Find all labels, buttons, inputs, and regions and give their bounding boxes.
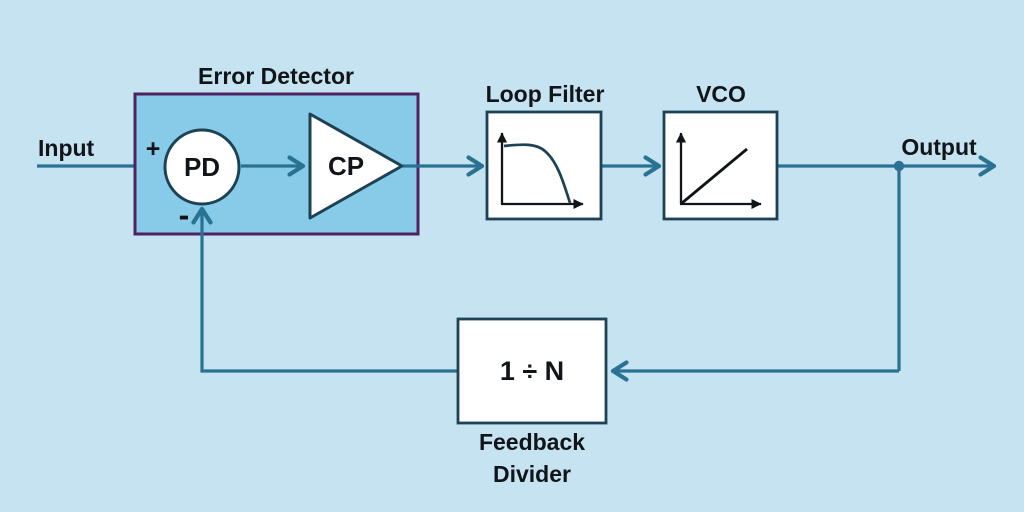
lowpass-response-icon [496,132,584,210]
charge-pump-label: CP [328,151,364,181]
divider-to-pd-arrow [191,206,458,373]
vco-transfer-icon [675,132,762,210]
phase-detector-circle [163,128,241,206]
error-detector-title: Error Detector [198,63,354,89]
pd-plus-sign: + [146,135,161,163]
phase-detector-label: PD [184,152,220,182]
feedback-divider-box [456,317,608,425]
loop-filter-title: Loop Filter [486,81,605,107]
feedback-divider-value: 1 ÷ N [500,356,564,386]
input-label: Input [38,135,95,161]
output-label: Output [901,134,977,160]
charge-pump-triangle [308,112,404,220]
feedback-divider-caption-line1: Feedback [479,429,585,455]
output-junction-dot [893,160,905,172]
vco-title: VCO [696,81,746,107]
pd-minus-sign: - [179,197,190,233]
feedback-divider-caption-line2: Divider [493,461,571,487]
